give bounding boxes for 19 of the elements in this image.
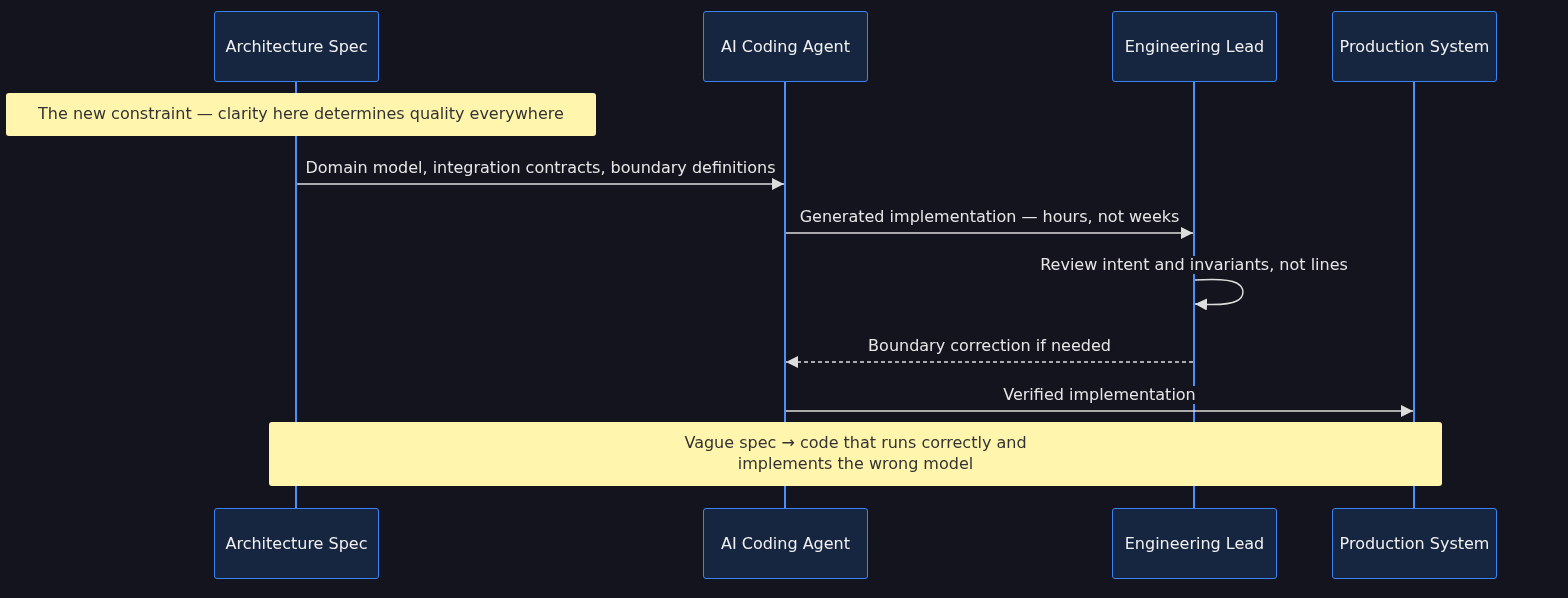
- message-arrow: [296, 178, 785, 190]
- message-arrow: [785, 405, 1414, 417]
- participant-box: AI Coding Agent: [703, 11, 868, 82]
- edge-label: Generated implementation — hours, not weeks: [797, 208, 1182, 226]
- note: The new constraint — clarity here determines quality everywhere: [6, 93, 596, 136]
- edge-label: Boundary correction if needed: [866, 337, 1113, 355]
- edge-label: Verified implementation: [1001, 386, 1198, 404]
- message-arrow: [785, 227, 1194, 239]
- message-arrow: [1194, 278, 1244, 311]
- participant-box: Production System: [1332, 508, 1497, 579]
- participant-box: Engineering Lead: [1112, 508, 1277, 579]
- participant-box: Architecture Spec: [214, 11, 379, 82]
- note: Vague spec → code that runs correctly and implements the wrong model: [269, 422, 1442, 486]
- participant-box: Engineering Lead: [1112, 11, 1277, 82]
- participant-box: Architecture Spec: [214, 508, 379, 579]
- participant-box: AI Coding Agent: [703, 508, 868, 579]
- message-arrow: [785, 356, 1194, 368]
- participant-box: Production System: [1332, 11, 1497, 82]
- edge-label: Review intent and invariants, not lines: [1038, 256, 1350, 274]
